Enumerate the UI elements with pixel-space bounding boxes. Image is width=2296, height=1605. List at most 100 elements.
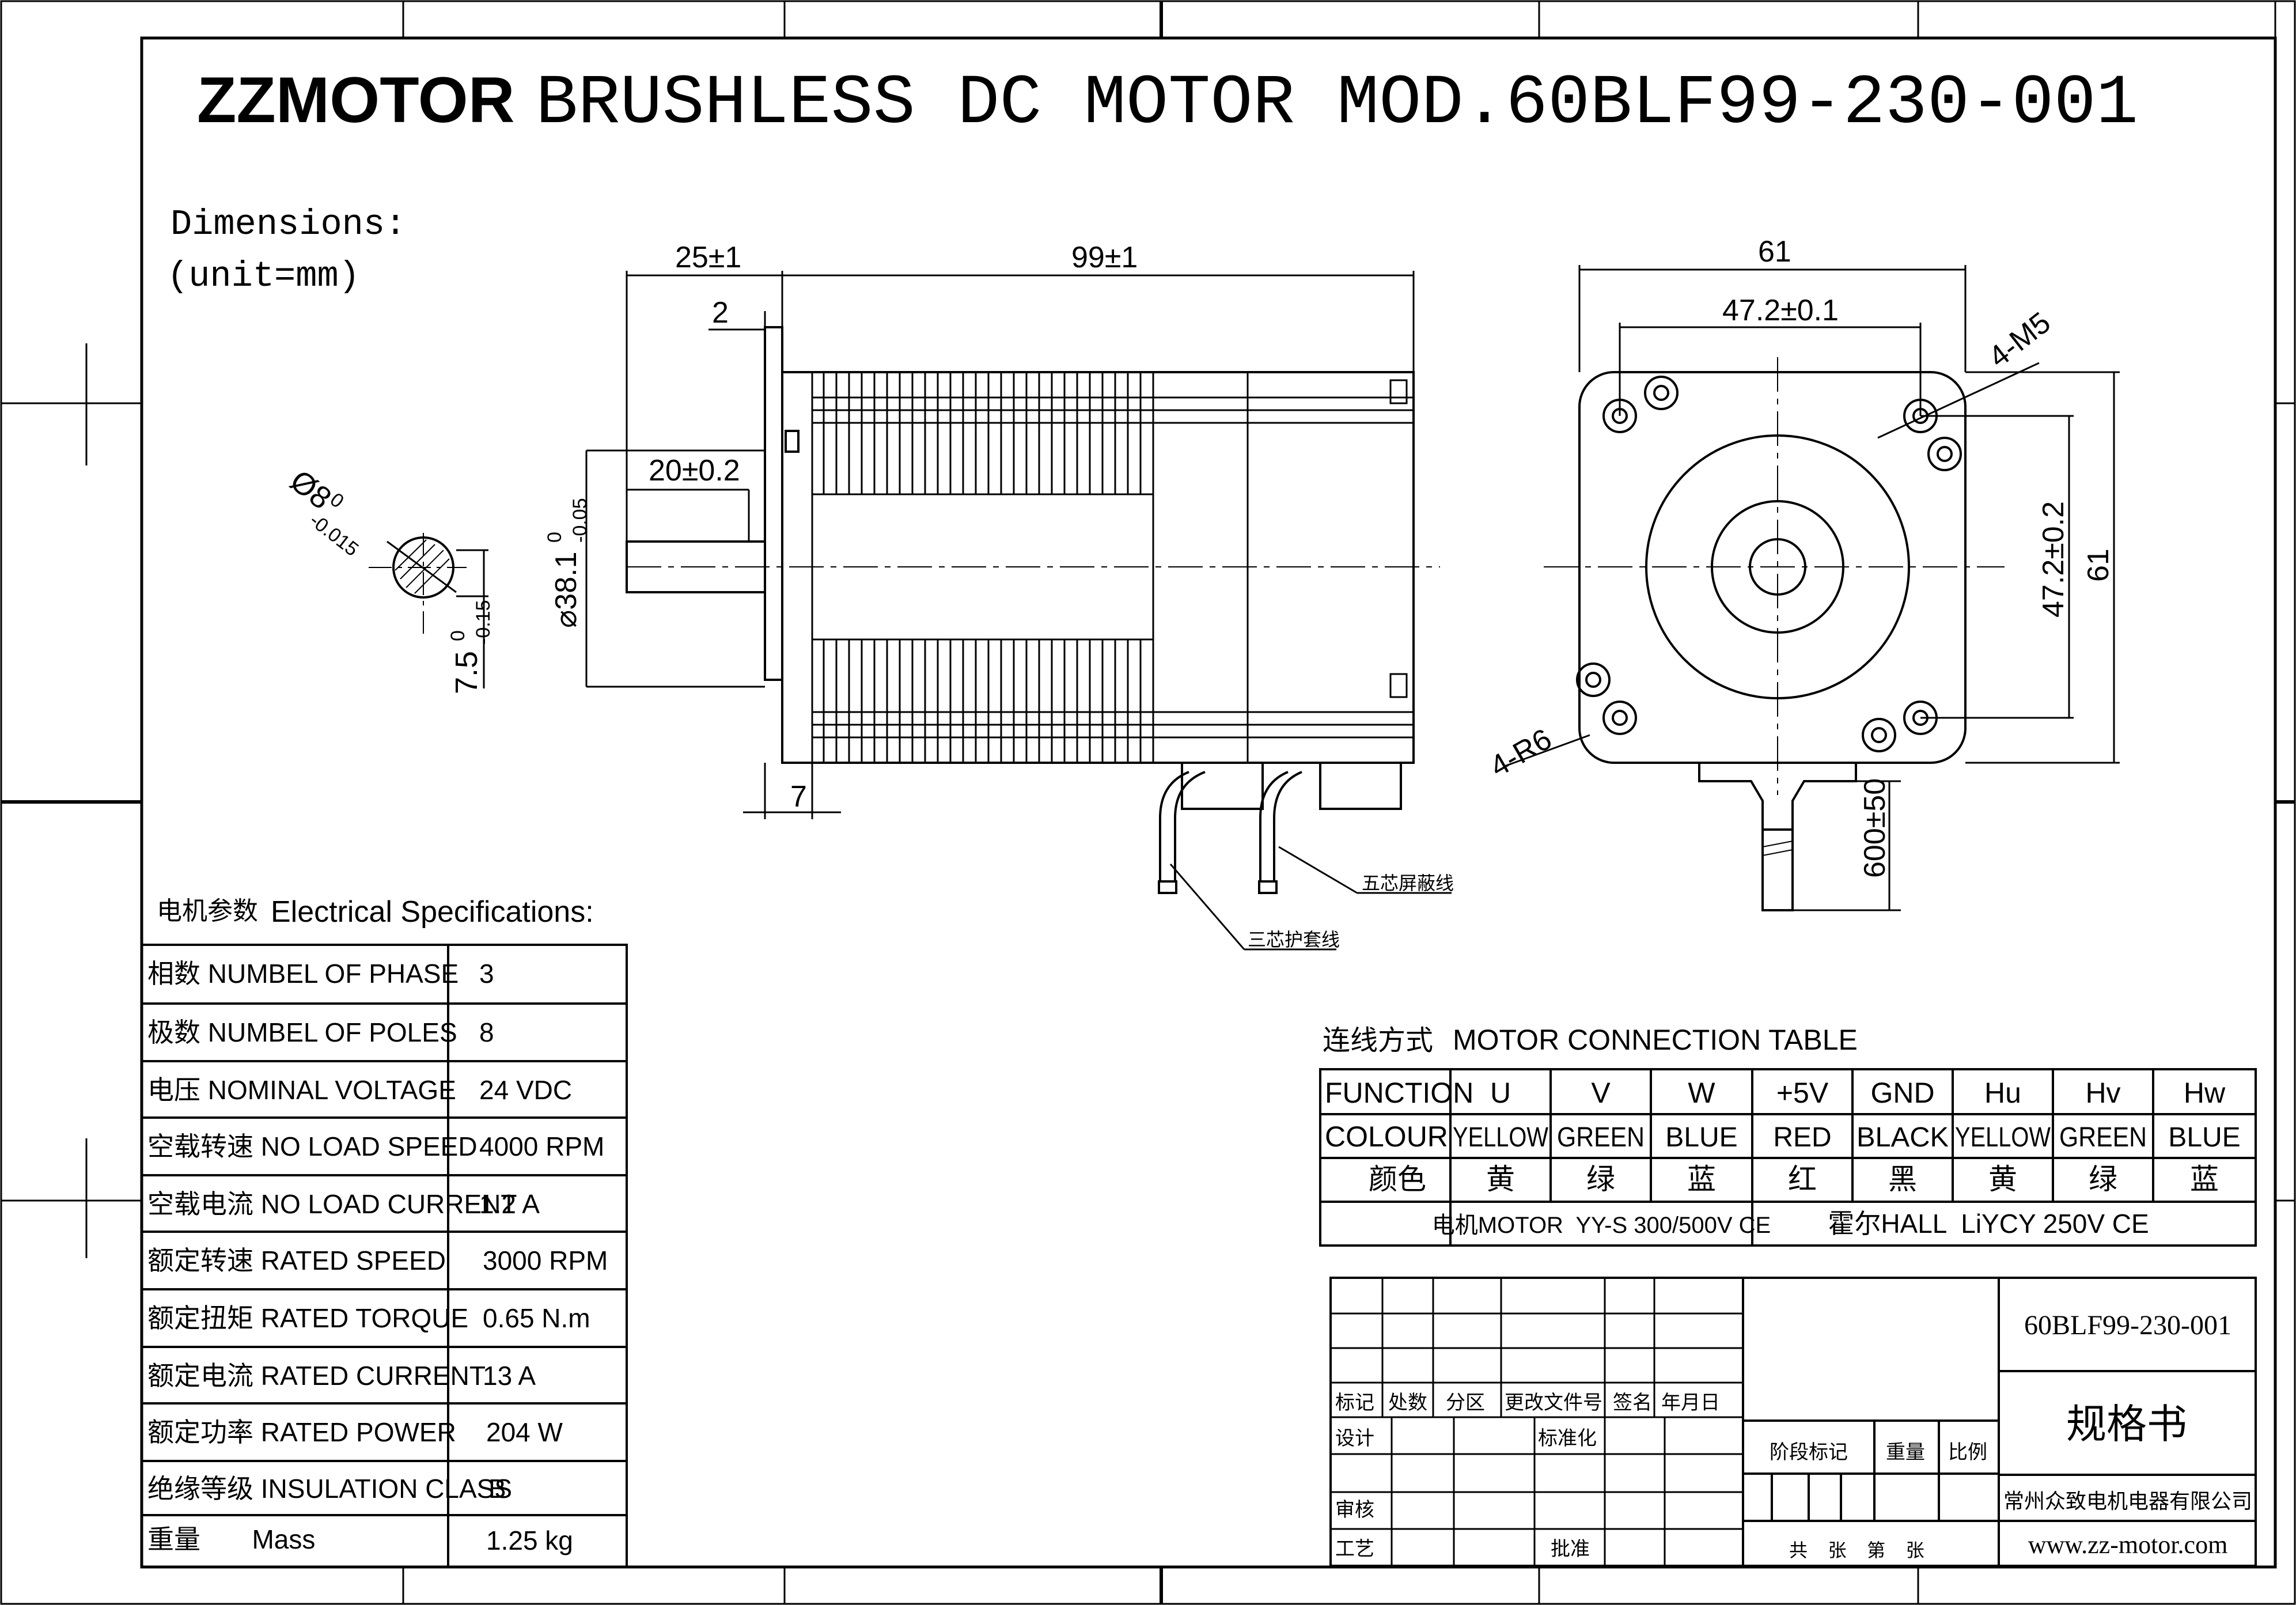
svg-text:0: 0 — [447, 630, 469, 641]
brand-logo: ZZMOTOR — [197, 64, 515, 136]
specs-row: 空载电流 NO LOAD CURRENT 1.2 A — [147, 1189, 540, 1219]
shaft-flat-dimension: 7.5 0 -0.15 — [447, 600, 494, 695]
lead-length-dim: 600±50 — [1858, 778, 1892, 878]
side-view-dimensions — [585, 271, 1415, 819]
title-block-doc-title: 规格书 — [2066, 1402, 2187, 1447]
screw-holes-callout: 4-M5 — [1983, 306, 2057, 374]
unit-label: (unit=mm) — [167, 256, 360, 297]
specs-value: 4000 RPM — [479, 1131, 604, 1161]
shaft-section-view — [369, 533, 488, 688]
svg-text:0: 0 — [544, 532, 566, 543]
title-block-stage: 阶段标记 — [1770, 1441, 1848, 1463]
specs-value: 1.25 kg — [486, 1525, 573, 1555]
specs-row: 额定电流 RATED CURRENT 13 A — [147, 1361, 536, 1391]
colour-cn-cell: 黄 — [1988, 1163, 2017, 1195]
specs-label: 额定扭矩 RATED TORQUE — [147, 1303, 468, 1333]
specs-row: 额定扭矩 RATED TORQUE 0.65 N.m — [147, 1303, 590, 1333]
colour-cell: YELLOW — [1453, 1122, 1549, 1153]
body-length-dim: 99±1 — [1071, 241, 1138, 274]
three-core-cable-label: 三芯护套线 — [1248, 929, 1340, 950]
function-cell: V — [1591, 1077, 1611, 1109]
bolt-pitch-v-dim: 47.2±0.2 — [2037, 501, 2070, 618]
colour-row-label: COLOUR — [1325, 1121, 1448, 1153]
svg-text:600±50: 600±50 — [1858, 778, 1892, 878]
specs-row: 空载转速 NO LOAD SPEED 4000 RPM — [147, 1131, 604, 1161]
specs-value: 13 A — [483, 1361, 536, 1391]
specs-value: 1.2 A — [479, 1189, 540, 1219]
specs-value: 3 — [479, 959, 494, 989]
colour-cell: GREEN — [2059, 1122, 2147, 1153]
five-core-cable-label: 五芯屏蔽线 — [1362, 873, 1454, 894]
svg-text:4-M5: 4-M5 — [1983, 306, 2057, 374]
colour-cn-cell: 黑 — [1888, 1163, 1917, 1195]
specs-value: 24 VDC — [479, 1075, 572, 1105]
flange-height-dim: 61 — [2082, 548, 2115, 582]
specs-value: B — [488, 1474, 506, 1504]
title-block-company: 常州众致电机电器有限公司 — [2003, 1489, 2252, 1513]
title-block-sheets: 共 张 第 张 — [1789, 1540, 1924, 1561]
colour-cell: BLUE — [2168, 1122, 2240, 1153]
function-row-label: FUNCTION — [1325, 1077, 1473, 1109]
corner-radius-callout: 4-R6 — [1484, 722, 1558, 784]
shaft-diameter-dimension: Ø8 0 -0.015 — [284, 463, 363, 561]
specs-label: 绝缘等级 INSULATION CLASS — [147, 1474, 512, 1504]
colour-cn-cell: 蓝 — [1687, 1163, 1716, 1195]
title-block-scale: 比例 — [1948, 1441, 1987, 1463]
motor-side-view — [626, 326, 1440, 894]
title-block-approve: 批准 — [1551, 1538, 1590, 1560]
dimensions-label: Dimensions: — [171, 204, 406, 245]
specs-row: 绝缘等级 INSULATION CLASS B — [147, 1474, 512, 1504]
function-cell: W — [1688, 1077, 1715, 1109]
colour-cell: BLACK — [1856, 1122, 1949, 1153]
colour-cn-cell: 黄 — [1486, 1163, 1515, 1195]
drawing-title: BRUSHLESS DC MOTOR MOD.60BLF99-230-001 — [536, 63, 2138, 143]
colour-cn-cell: 绿 — [1586, 1163, 1615, 1195]
svg-text:-0.15: -0.15 — [472, 600, 494, 645]
specs-row: 额定转速 RATED SPEED 3000 RPM — [147, 1246, 608, 1275]
title-block-standard: 标准化 — [1538, 1428, 1597, 1449]
motor-cable-spec: 电机MOTOR YY-S 300/500V CE — [1432, 1213, 1771, 1238]
connection-heading-en: MOTOR CONNECTION TABLE — [1453, 1024, 1858, 1056]
title-block-design: 设计 — [1335, 1428, 1374, 1449]
title-block-website: www.zz-motor.com — [2028, 1531, 2228, 1559]
svg-text:4-R6: 4-R6 — [1484, 722, 1558, 784]
specs-label: 额定转速 RATED SPEED — [147, 1246, 446, 1275]
colour-cell: BLUE — [1665, 1122, 1737, 1153]
svg-text:-0.015: -0.015 — [305, 509, 362, 561]
specs-row: 极数 NUMBEL OF POLES 8 — [147, 1017, 494, 1047]
colour-cell: GREEN — [1557, 1122, 1645, 1153]
rear-offset-dim: 7 — [790, 780, 807, 813]
specs-row: 额定功率 RATED POWER 204 W — [147, 1417, 563, 1447]
function-cell: GND — [1870, 1077, 1934, 1109]
shaft-flat-length-dim: 20±0.2 — [649, 454, 740, 487]
specs-value: 204 W — [486, 1417, 563, 1447]
specs-label: 额定功率 RATED POWER — [147, 1417, 456, 1447]
title-block-mark: 标记 — [1335, 1392, 1374, 1414]
specs-label: 极数 NUMBEL OF POLES — [147, 1017, 457, 1047]
colour-cn-row-label: 颜色 — [1369, 1163, 1426, 1195]
svg-text:47.2±0.2: 47.2±0.2 — [2037, 501, 2070, 618]
title-block-review: 审核 — [1335, 1499, 1374, 1521]
colour-cell: RED — [1773, 1122, 1831, 1153]
connection-table: FUNCTION COLOUR 颜色 U V W +5V GND Hu Hv H… — [1319, 1068, 2257, 1247]
function-cell: Hu — [1984, 1077, 2021, 1109]
function-cell: +5V — [1776, 1077, 1829, 1109]
hall-cable-spec: 霍尔HALL LiYCY 250V CE — [1828, 1209, 2149, 1239]
title-block-zone: 分区 — [1446, 1392, 1485, 1414]
cable-callouts — [1169, 846, 1452, 951]
title-block: 标记 处数 分区 更改文件号 签名 年月日 设计 标准化 审核 工艺 批准 阶段… — [1329, 1277, 2257, 1567]
connection-heading-cn: 连线方式 — [1323, 1025, 1433, 1056]
shaft-length-dim: 25±1 — [675, 241, 741, 274]
motor-front-view — [1544, 357, 2005, 911]
specs-label: 相数 NUMBEL OF PHASE — [147, 959, 459, 989]
specs-label: 重量 Mass — [147, 1524, 315, 1554]
title-block-model: 60BLF99-230-001 — [2024, 1310, 2231, 1341]
title-block-change-doc: 更改文件号 — [1505, 1392, 1602, 1414]
colour-cn-cell: 蓝 — [2190, 1163, 2219, 1195]
specs-row: 重量 Mass 1.25 kg — [147, 1524, 573, 1555]
specs-row: 电压 NOMINAL VOLTAGE 24 VDC — [147, 1075, 572, 1105]
specs-value: 3000 RPM — [483, 1246, 608, 1275]
specs-label: 电压 NOMINAL VOLTAGE — [147, 1075, 456, 1105]
